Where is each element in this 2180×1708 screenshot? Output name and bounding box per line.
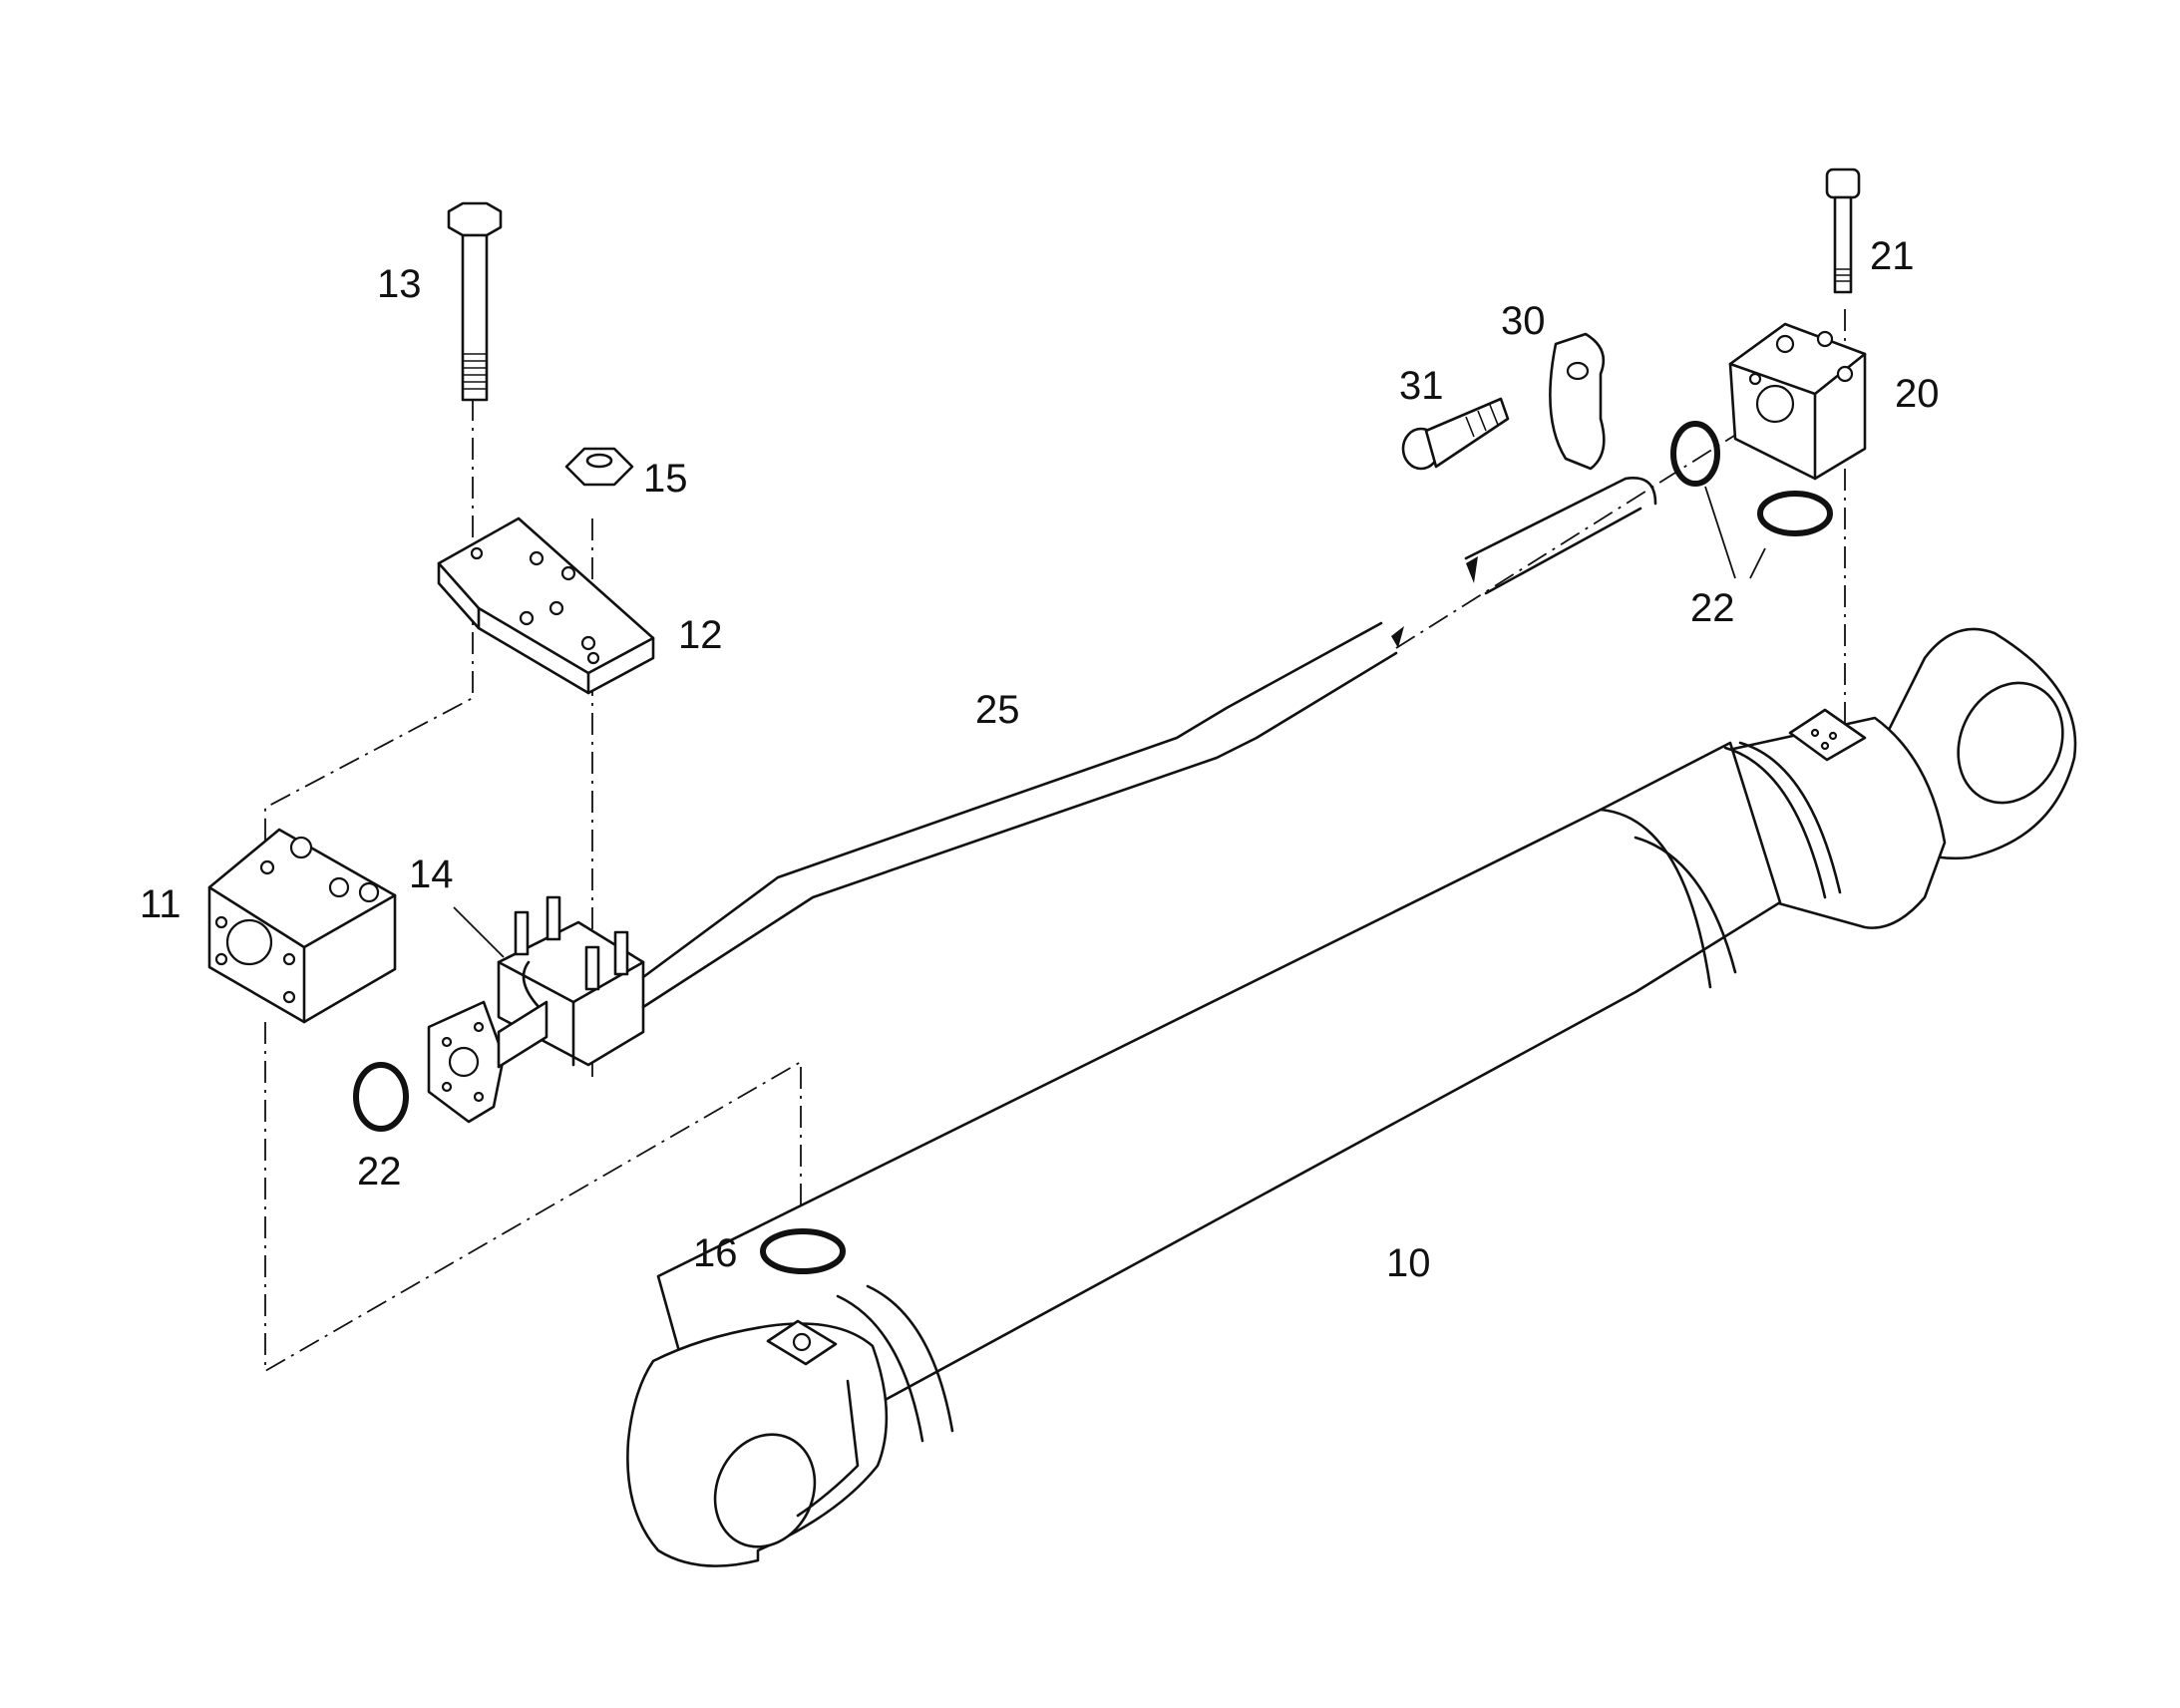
- callout-25: 25: [975, 688, 1020, 732]
- plate-part-12: [437, 516, 655, 695]
- clamp-part-14: [427, 895, 645, 1124]
- screw-part-31: [1401, 397, 1510, 471]
- callout-30: 30: [1501, 299, 1546, 343]
- callout-16: 16: [693, 1231, 738, 1275]
- pipe-part-25: [641, 476, 1657, 1009]
- valve-block-part-20: [1728, 322, 1867, 481]
- callout-10: 10: [1386, 1241, 1431, 1285]
- valve-block-part-11: [207, 828, 397, 1024]
- callout-11: 11: [140, 882, 182, 926]
- callout-20: 20: [1895, 372, 1940, 416]
- callout-14: 14: [409, 853, 454, 896]
- callout-13: 13: [377, 262, 422, 306]
- pipe-break-mark: [1466, 556, 1478, 583]
- callout-22-right: 22: [1690, 586, 1735, 630]
- callout-31: 31: [1399, 364, 1444, 408]
- callout-22-left: 22: [357, 1150, 402, 1194]
- o-rings-part-22: [353, 421, 1833, 1132]
- part-callouts: 10 11 12 13 14 15 16 20 21 22 22 25 30 3…: [140, 234, 1940, 1285]
- callout-15: 15: [643, 457, 688, 501]
- o-ring-part-16: [760, 1228, 846, 1274]
- pipe-break-mark: [1391, 626, 1404, 648]
- callout-12: 12: [678, 613, 723, 657]
- screw-part-21: [1825, 168, 1861, 294]
- leader-lines: [453, 486, 1766, 958]
- nut-part-15: [564, 447, 634, 487]
- clamp-half-part-30: [1549, 332, 1606, 471]
- bolt-part-13: [447, 201, 503, 402]
- callout-21: 21: [1870, 234, 1915, 278]
- cylinder-part-10: [626, 627, 2077, 1567]
